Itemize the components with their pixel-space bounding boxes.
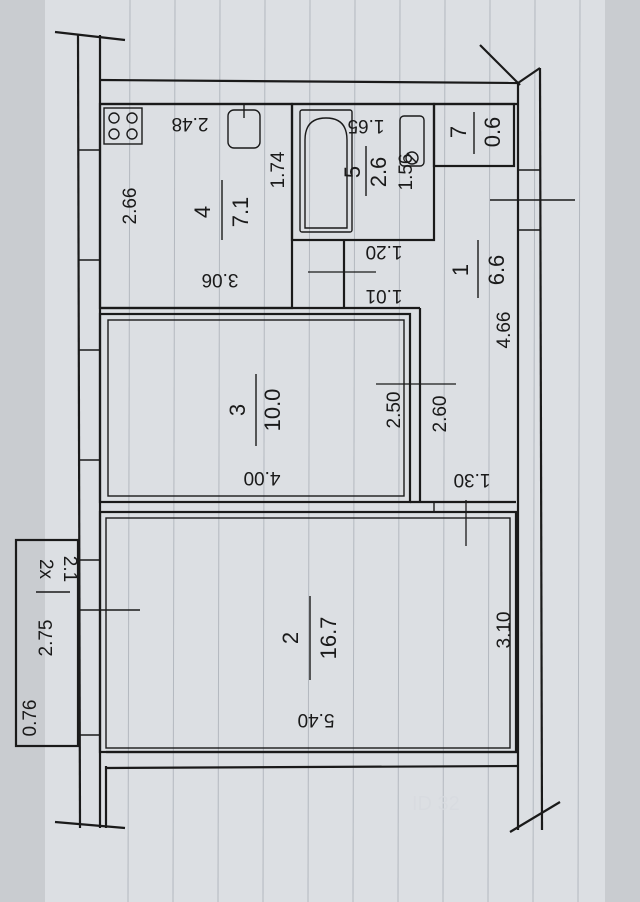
balcony-length-dimension: 2.75 [36, 620, 57, 657]
dimension-3-10: 3.10 [494, 612, 515, 649]
room-label-7: 7 0.6 [446, 112, 505, 154]
dimension-1-01: 1.01 [366, 285, 403, 306]
dimension-1-20: 1.20 [366, 241, 403, 262]
dimension-1-30: 1.30 [454, 469, 491, 490]
room-label-2: 2 16.7 [278, 596, 341, 680]
interior-walls [98, 102, 518, 754]
balcony-area: 2.1 [59, 556, 80, 582]
dimension-2-66: 2.66 [120, 188, 141, 225]
room-label-5: 5 2.6 [340, 146, 391, 196]
room-number: 1 [448, 264, 473, 276]
kitchen-sink [227, 104, 261, 149]
room-label-3: 3 10.0 [225, 374, 285, 446]
room-label-6: 1.56 [396, 154, 417, 191]
room-area: 10.0 [260, 389, 285, 432]
kitchen-stove [103, 107, 143, 145]
dimension-4-00: 4.00 [244, 467, 281, 488]
room-area: 6.6 [484, 255, 509, 286]
bathtub [304, 117, 348, 229]
room-number: 4 [190, 206, 215, 218]
dimension-labels: 3.06 2.66 1.74 2.48 1.65 1.20 1.01 4.66 … [120, 113, 515, 730]
room-label-1: 1 6.6 [448, 240, 509, 298]
room-area: 0.6 [480, 117, 505, 148]
dimension-2-60: 2.60 [430, 396, 451, 433]
dimension-1-65: 1.65 [348, 115, 385, 136]
dimension-3-06: 3.06 [202, 269, 239, 290]
dimension-2-50: 2.50 [384, 392, 405, 429]
room-area: 16.7 [316, 617, 341, 660]
balcony-number: 2х [35, 559, 56, 580]
room-number: 3 [225, 404, 250, 416]
room-number: 2 [278, 632, 303, 644]
wash-basin [399, 115, 425, 167]
room-label-4: 4 7.1 [190, 180, 253, 240]
room-area: 1.56 [396, 154, 417, 191]
dimension-lines [308, 271, 467, 546]
room-number: 5 [340, 166, 365, 178]
dimension-5-40: 5.40 [298, 709, 335, 730]
dimension-1-74: 1.74 [268, 151, 289, 188]
dimension-2-48: 2.48 [172, 113, 209, 134]
room-area: 7.1 [228, 197, 253, 228]
dimension-4-66: 4.66 [494, 312, 515, 349]
balcony: 2х 2.1 0.76 2.75 [14, 538, 140, 748]
balcony-width-dimension: 0.76 [20, 700, 41, 737]
watermark: ID 32 [412, 793, 460, 815]
room-number: 7 [446, 126, 471, 138]
room-area: 2.6 [366, 157, 391, 188]
